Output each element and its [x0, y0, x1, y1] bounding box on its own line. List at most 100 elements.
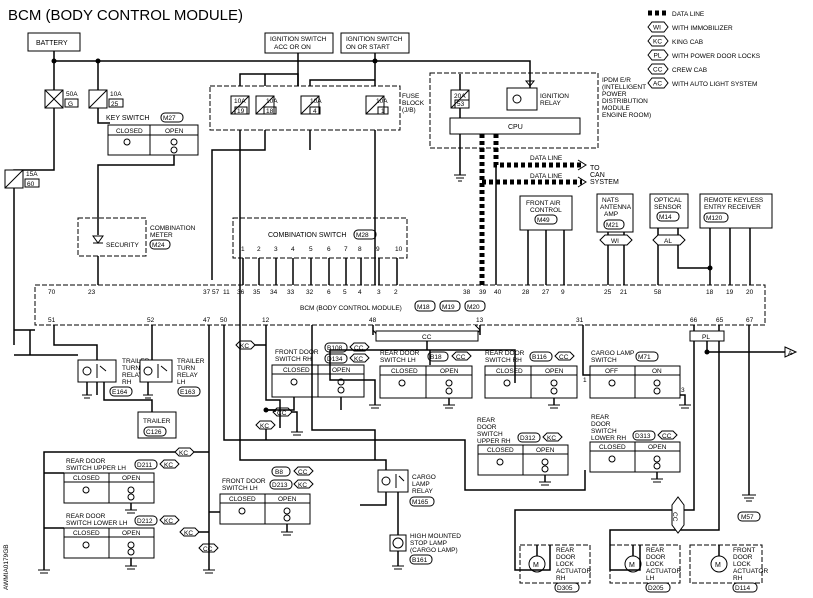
svg-text:D312: D312: [520, 435, 536, 442]
svg-text:28: 28: [522, 289, 530, 296]
svg-text:REAR DOOR: REAR DOOR: [485, 350, 525, 357]
svg-text:OPEN: OPEN: [165, 128, 184, 135]
svg-text:CREW CAB: CREW CAB: [672, 67, 707, 74]
svg-text:FRONT DOOR: FRONT DOOR: [222, 478, 266, 485]
svg-text:M165: M165: [412, 499, 429, 506]
svg-text:9: 9: [376, 246, 380, 253]
svg-text:27: 27: [542, 289, 550, 296]
cargo-lamp-relay: CARGO LAMP RELAY M165: [377, 469, 436, 507]
svg-text:CC: CC: [653, 67, 663, 74]
svg-text:M57: M57: [741, 514, 754, 521]
svg-text:1: 1: [381, 108, 385, 115]
svg-text:LAMP: LAMP: [412, 481, 430, 488]
svg-text:20A: 20A: [454, 93, 466, 100]
svg-text:REAR: REAR: [646, 547, 664, 554]
svg-text:M28: M28: [356, 232, 369, 239]
svg-text:REAR DOOR: REAR DOOR: [380, 350, 420, 357]
svg-text:25: 25: [111, 101, 119, 108]
svg-text:KEY SWITCH: KEY SWITCH: [106, 115, 149, 122]
svg-text:33: 33: [287, 289, 295, 296]
svg-text:M18: M18: [417, 304, 430, 311]
svg-text:10A: 10A: [234, 98, 246, 105]
rear-door-switch-lower-lh: REAR DOOR SWITCH LOWER LH D212 KC CLOSED…: [63, 513, 180, 559]
svg-text:KC: KC: [164, 462, 173, 469]
svg-text:OPTICAL: OPTICAL: [654, 197, 682, 204]
svg-text:B18: B18: [430, 354, 442, 361]
svg-text:IGNITION SWITCH: IGNITION SWITCH: [346, 36, 403, 43]
svg-text:9: 9: [561, 289, 565, 296]
svg-text:58: 58: [654, 289, 662, 296]
svg-text:10A: 10A: [376, 98, 388, 105]
svg-text:SWITCH RH: SWITCH RH: [275, 356, 312, 363]
svg-text:CC: CC: [298, 469, 308, 476]
svg-text:POWER: POWER: [602, 91, 627, 98]
svg-text:11: 11: [223, 289, 230, 296]
svg-text:40: 40: [494, 289, 502, 296]
svg-text:ON: ON: [652, 368, 662, 375]
svg-text:UPPER RH: UPPER RH: [477, 438, 511, 445]
svg-text:CAN: CAN: [590, 172, 605, 179]
svg-text:CC: CC: [277, 410, 287, 417]
svg-text:DOOR: DOOR: [646, 554, 666, 561]
svg-text:CARGO LAMP: CARGO LAMP: [591, 350, 634, 357]
combination-switch-pins: 1 2 3 4 5 6 7 8 9 10: [241, 246, 403, 253]
svg-text:LH: LH: [646, 575, 655, 582]
combination-switch: COMBINATION SWITCH M28 1 2 3 4 5 6 7 8 9…: [232, 217, 408, 285]
svg-text:TO: TO: [590, 165, 600, 172]
svg-text:HIGH MOUNTED: HIGH MOUNTED: [410, 533, 461, 540]
svg-text:BATTERY: BATTERY: [36, 40, 68, 47]
svg-text:M21: M21: [606, 222, 619, 229]
svg-text:CC: CC: [671, 512, 678, 522]
svg-text:IPDM E/R: IPDM E/R: [602, 77, 631, 84]
svg-text:38: 38: [463, 289, 471, 296]
svg-text:34: 34: [270, 289, 278, 296]
svg-text:M27: M27: [163, 115, 176, 122]
svg-text:WITH POWER DOOR LOCKS: WITH POWER DOOR LOCKS: [672, 53, 761, 60]
svg-text:ENTRY RECEIVER: ENTRY RECEIVER: [704, 204, 761, 211]
svg-text:ACTUATOR: ACTUATOR: [556, 568, 591, 575]
svg-text:REAR: REAR: [477, 417, 495, 424]
bcm-top-pins: 70 23 37 57 11 36 35 34 33 32 6 5 4 3 2 …: [48, 289, 754, 296]
fuse-50a: 50A G: [13, 61, 79, 330]
svg-text:KC: KC: [653, 39, 662, 46]
svg-text:20: 20: [746, 289, 754, 296]
svg-text:CC: CC: [203, 546, 213, 553]
svg-text:M: M: [715, 562, 721, 569]
svg-text:COMBINATION: COMBINATION: [150, 225, 196, 232]
svg-text:DATA LINE: DATA LINE: [530, 155, 563, 162]
svg-text:CLOSED: CLOSED: [283, 367, 310, 374]
svg-text:WI: WI: [653, 25, 661, 32]
svg-text:AC: AC: [653, 81, 662, 88]
svg-text:SWITCH: SWITCH: [591, 428, 617, 435]
svg-text:DOOR: DOOR: [591, 421, 611, 428]
svg-text:AMP: AMP: [604, 211, 618, 218]
svg-text:ANTENNA: ANTENNA: [600, 204, 632, 211]
svg-text:SWITCH: SWITCH: [591, 357, 617, 364]
svg-text:OPEN: OPEN: [545, 368, 564, 375]
svg-text:RELAY: RELAY: [540, 100, 561, 107]
svg-text:4: 4: [291, 246, 295, 253]
svg-text:CONTROL: CONTROL: [530, 207, 562, 214]
svg-text:E163: E163: [180, 389, 196, 396]
svg-text:48: 48: [369, 317, 377, 324]
svg-text:12: 12: [262, 317, 270, 324]
side-code: AWMIA0179GB: [3, 544, 10, 590]
svg-text:CPU: CPU: [508, 124, 523, 131]
svg-text:5: 5: [343, 289, 347, 296]
svg-text:TRAILER: TRAILER: [177, 358, 205, 365]
svg-text:REAR: REAR: [591, 414, 609, 421]
svg-text:D313: D313: [635, 433, 651, 440]
svg-text:ON OR START: ON OR START: [346, 44, 390, 51]
trailer-turn-relay-lh: TRAILER TURN RELAY LH E163: [139, 358, 205, 397]
svg-text:50A: 50A: [66, 91, 78, 98]
svg-text:WITH IMMOBILIZER: WITH IMMOBILIZER: [672, 25, 733, 32]
svg-text:18: 18: [706, 289, 714, 296]
svg-text:DATA LINE: DATA LINE: [672, 11, 705, 18]
svg-text:OPEN: OPEN: [122, 475, 141, 482]
svg-text:OPEN: OPEN: [648, 444, 667, 451]
svg-text:E164: E164: [112, 389, 128, 396]
svg-text:RH: RH: [122, 379, 132, 386]
svg-text:CLOSED: CLOSED: [73, 530, 100, 537]
svg-text:6: 6: [327, 289, 331, 296]
